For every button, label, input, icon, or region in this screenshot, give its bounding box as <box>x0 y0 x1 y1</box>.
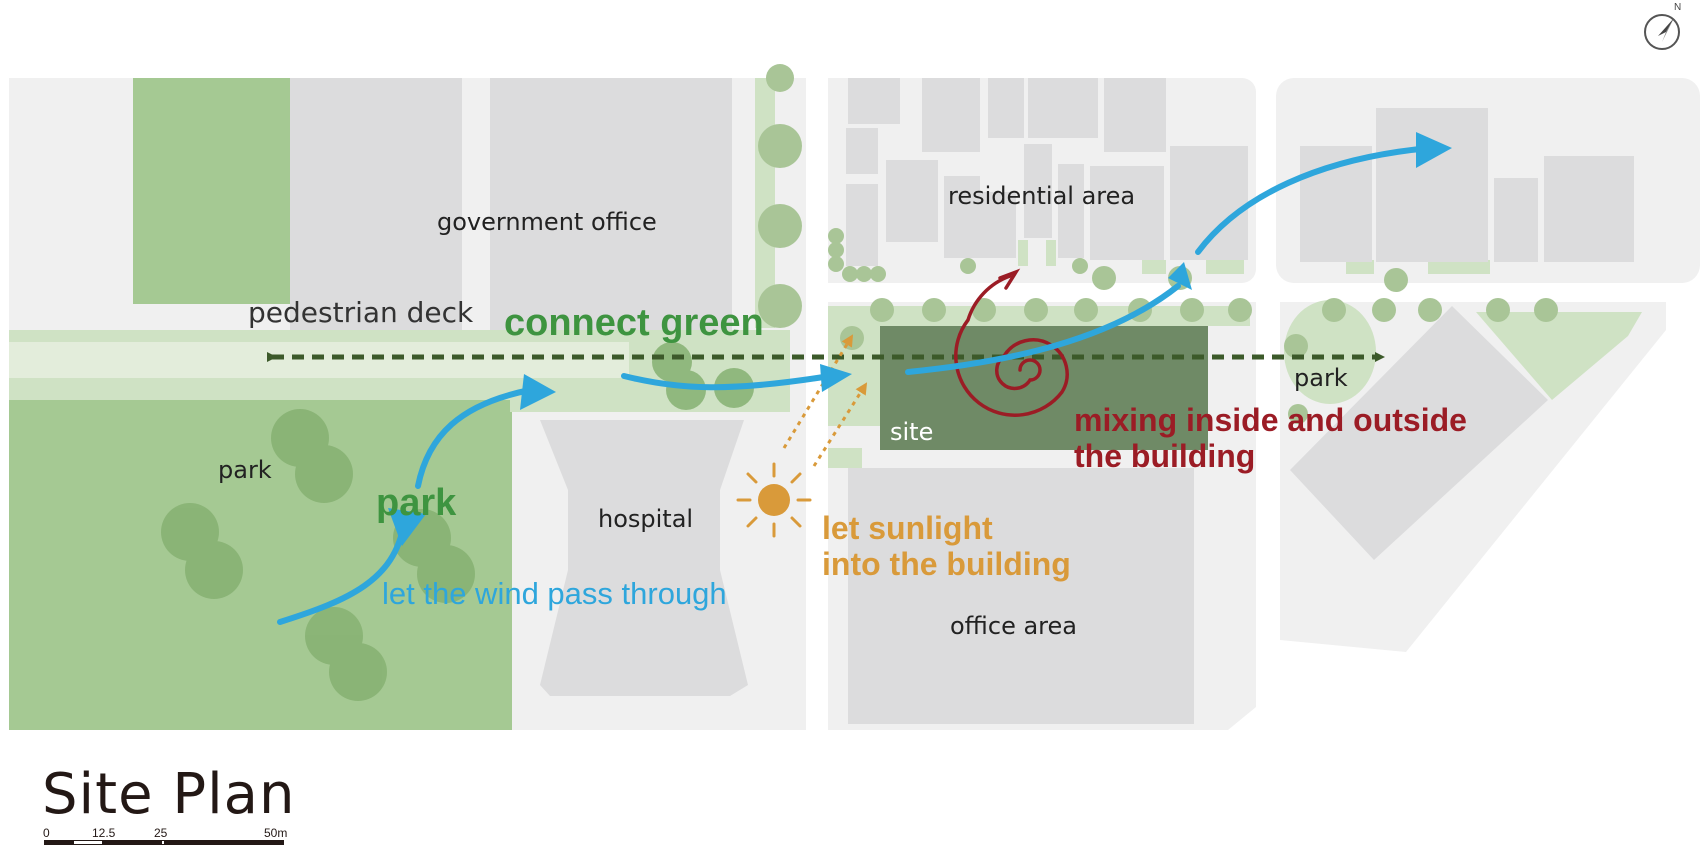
scale-bar <box>44 840 284 845</box>
building-southeast <box>1290 306 1548 560</box>
sunlight-rays <box>782 334 868 467</box>
label-site: site <box>890 418 934 446</box>
road-center <box>806 78 828 730</box>
scale-tick-50m: 50m <box>264 826 288 840</box>
label-park-east: park <box>1294 364 1348 392</box>
wind-arrows <box>277 145 1433 625</box>
wind-arrowheads <box>388 132 1452 546</box>
buildings-residential <box>846 78 1248 266</box>
scale-tick-25: 25 <box>154 826 168 840</box>
sun-icon <box>736 462 812 538</box>
trees-large <box>161 342 754 701</box>
concept-mixing-1: mixing inside and outside <box>1074 402 1467 438</box>
concept-mixing-2: the building <box>1074 438 1256 474</box>
road-residential <box>814 283 1676 302</box>
scale-tick-12-5: 12.5 <box>92 826 116 840</box>
north-label: N <box>1674 2 1682 13</box>
building-hospital <box>540 420 748 696</box>
label-pedestrian-deck: pedestrian deck <box>248 296 474 329</box>
concept-wind: let the wind pass through <box>382 576 727 611</box>
label-office-area: office area <box>950 612 1077 640</box>
page-title: Site Plan <box>42 762 296 827</box>
buildings-west <box>290 78 748 696</box>
north-arrow-icon <box>1644 14 1680 50</box>
building-office <box>848 468 1194 724</box>
compass: N <box>1640 2 1684 50</box>
mixing-spiral <box>954 268 1069 417</box>
scale-tick-0: 0 <box>43 826 50 840</box>
label-park-west: park <box>218 456 272 484</box>
concept-sunlight-2: into the building <box>822 546 1071 582</box>
concept-connect-green: connect green <box>504 302 764 344</box>
label-hospital: hospital <box>598 505 694 533</box>
residential-green <box>1018 240 1490 274</box>
label-residential-area: residential area <box>948 182 1136 210</box>
building-gov-2 <box>490 78 732 330</box>
label-government-office: government office <box>437 208 657 236</box>
building-gov-1 <box>290 78 462 330</box>
concept-park: park <box>376 482 457 524</box>
concept-sunlight-1: let sunlight <box>822 510 993 546</box>
